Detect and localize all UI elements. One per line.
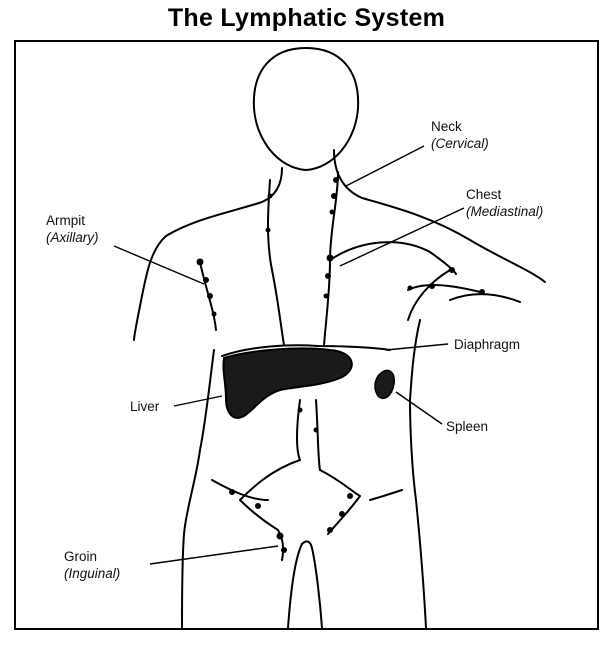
diaphragm-line (221, 344, 391, 357)
thoracic-duct (329, 241, 457, 275)
label-spleen: Spleen (446, 419, 489, 434)
pointer-liver (173, 395, 223, 407)
label-neck-term: (Cervical) (431, 136, 489, 151)
label-chest-name: Chest (466, 187, 502, 202)
right-shoulder-outline (333, 149, 546, 283)
label-liver: Liver (130, 399, 160, 414)
pointer-groin (149, 545, 279, 565)
label-neck-name: Neck (431, 119, 462, 134)
label-groin: Groin (Inguinal) (64, 548, 120, 582)
label-neck: Neck (Cervical) (431, 118, 489, 152)
pointer-spleen (395, 391, 443, 425)
diagram-frame (14, 40, 599, 630)
label-armpit-name: Armpit (46, 213, 86, 228)
left-pelvic-chain (239, 459, 301, 561)
pointer-diaphragm (385, 343, 449, 351)
right-pelvic-chain (319, 469, 361, 535)
pointer-neck (345, 145, 425, 187)
pointer-chest (339, 207, 465, 267)
central-vessel-a (296, 399, 301, 461)
chest-chain (407, 284, 481, 293)
label-groin-term: (Inguinal) (64, 566, 121, 581)
right-groin-vessel (369, 489, 403, 501)
right-arm-outline (449, 293, 521, 303)
liver (222, 347, 353, 419)
right-torso-outline (409, 319, 427, 629)
central-vessel-b (315, 399, 321, 471)
left-torso-outline (181, 349, 215, 629)
diagram-title: The Lymphatic System (167, 4, 446, 32)
left-groin-vessel (211, 479, 269, 501)
head-outline (252, 47, 360, 171)
right-leg-outline (311, 547, 323, 629)
label-diaphragm: Diaphragm (454, 337, 521, 352)
crotch-line (301, 540, 313, 549)
left-shoulder-outline (133, 167, 283, 341)
label-chest: Chest (Mediastinal) (466, 186, 543, 220)
label-armpit: Armpit (Axillary) (46, 212, 99, 246)
label-chest-term: (Mediastinal) (466, 204, 544, 219)
label-groin-name: Groin (64, 549, 98, 564)
pointer-armpit (113, 245, 205, 285)
label-armpit-term: (Axillary) (46, 230, 99, 245)
left-leg-outline (287, 543, 303, 629)
spleen (374, 369, 395, 400)
right-armpit-line (407, 269, 451, 321)
armpit-chain (199, 261, 217, 331)
left-neck-chain (267, 179, 285, 346)
